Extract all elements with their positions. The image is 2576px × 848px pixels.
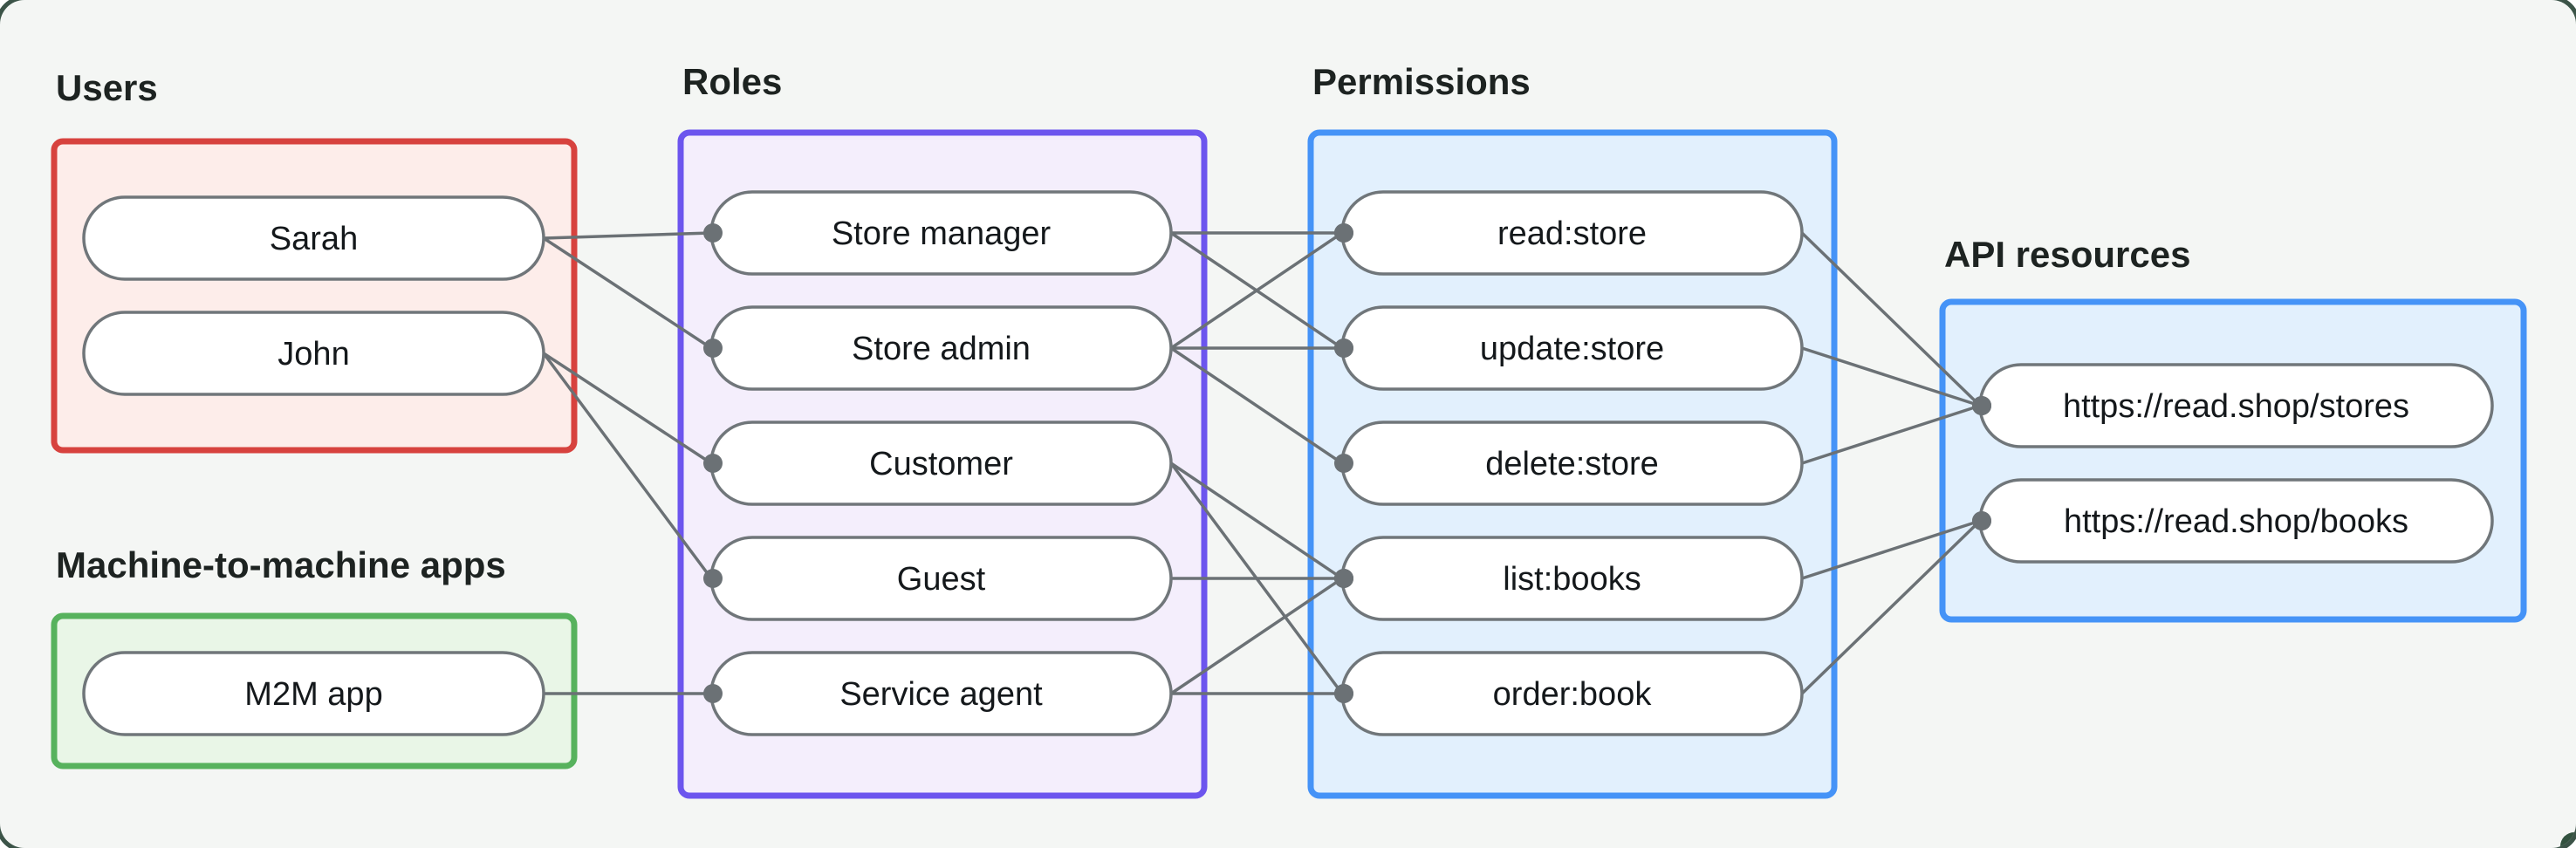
edge-list-books-https-read-shop-books xyxy=(1801,519,1981,580)
corner-accent xyxy=(2560,832,2576,848)
group-title-api: API resources xyxy=(1944,234,2190,275)
group-title-m2m: Machine-to-machine apps xyxy=(56,544,506,585)
node-label-read-store: read:store xyxy=(1497,215,1647,252)
edge-dot-john-guest xyxy=(703,569,723,588)
node-label-store-manager: Store manager xyxy=(832,215,1052,252)
group-box-api xyxy=(1939,298,2527,623)
node-label-list-books: list:books xyxy=(1503,561,1641,598)
edge-store-admin-read-store xyxy=(1170,231,1343,350)
node-pill-john xyxy=(82,311,545,396)
edge-dot-m2m-app-service-agent xyxy=(703,684,723,703)
edge-dot-sarah-store-admin xyxy=(703,339,723,358)
node-label-update-store: update:store xyxy=(1480,331,1664,367)
edge-dot-service-agent-order-book xyxy=(1334,684,1353,703)
node-label-https-read-shop-stores: https://read.shop/stores xyxy=(2063,388,2409,425)
edge-john-customer xyxy=(543,352,712,465)
edge-delete-store-https-read-shop-stores xyxy=(1801,404,1981,465)
node-label-service-agent: Service agent xyxy=(839,676,1043,713)
group-title-users: Users xyxy=(56,67,158,108)
node-label-customer: Customer xyxy=(869,446,1013,482)
group-title-roles: Roles xyxy=(682,61,782,102)
group-box-users xyxy=(51,138,578,454)
edge-customer-list-books xyxy=(1170,462,1343,580)
node-label-guest: Guest xyxy=(897,561,986,598)
node-label-order-book: order:book xyxy=(1493,676,1653,713)
edge-john-guest xyxy=(542,352,713,580)
edge-dot-store-admin-read-store xyxy=(1334,223,1353,243)
edge-dot-order-book-https-read-shop-books xyxy=(1972,511,1991,530)
edge-order-book-https-read-shop-books xyxy=(1800,519,1982,695)
edge-store-admin-delete-store xyxy=(1170,346,1343,465)
edge-sarah-store-admin xyxy=(543,236,712,350)
edge-dot-store-admin-delete-store xyxy=(1334,454,1353,473)
node-pill-sarah xyxy=(82,195,545,281)
edge-dot-service-agent-list-books xyxy=(1334,569,1353,588)
node-label-sarah: Sarah xyxy=(270,221,358,257)
node-label-https-read-shop-books: https://read.shop/books xyxy=(2064,503,2408,540)
node-label-store-admin: Store admin xyxy=(852,331,1031,367)
edge-dot-john-customer xyxy=(703,454,723,473)
edge-dot-store-admin-update-store xyxy=(1334,339,1353,358)
edge-update-store-https-read-shop-stores xyxy=(1801,346,1981,407)
node-label-m2m-app: M2M app xyxy=(244,676,382,713)
group-title-permissions: Permissions xyxy=(1312,61,1531,102)
edge-dot-delete-store-https-read-shop-stores xyxy=(1972,396,1991,415)
node-pill-m2m-app xyxy=(82,651,545,736)
edge-service-agent-list-books xyxy=(1170,577,1343,695)
edge-dot-sarah-store-manager xyxy=(703,223,723,243)
edge-sarah-store-manager xyxy=(543,231,712,240)
node-label-john: John xyxy=(277,336,349,373)
edge-read-store-https-read-shop-stores xyxy=(1800,231,1982,407)
node-label-delete-store: delete:store xyxy=(1485,446,1659,482)
